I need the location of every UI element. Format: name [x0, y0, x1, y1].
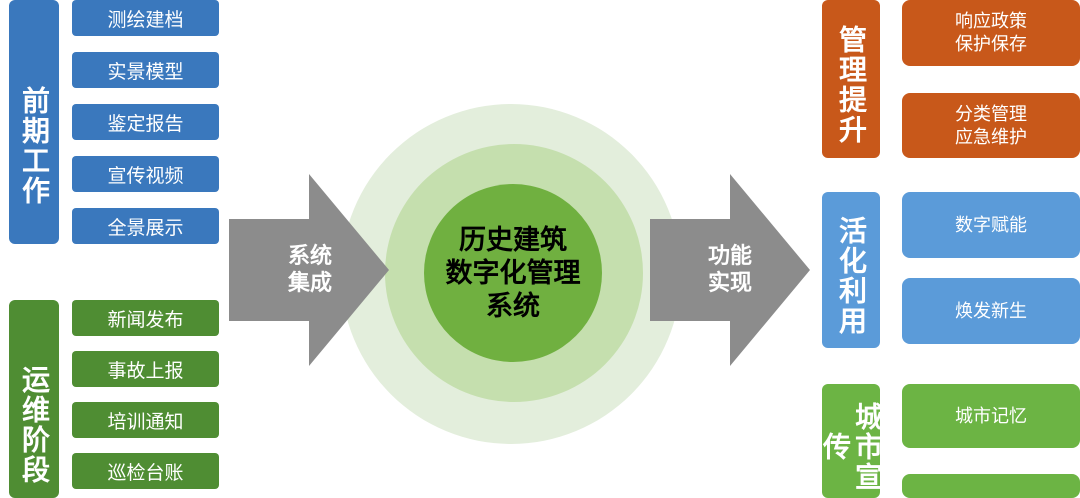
operations-item[interactable]: 巡检台账	[72, 453, 219, 489]
operations-item[interactable]: 事故上报	[72, 351, 219, 387]
city-promotion-item[interactable]: 城市记忆	[902, 384, 1080, 448]
pre-work-item[interactable]: 鉴定报告	[72, 104, 219, 140]
city-promotion-item[interactable]	[902, 474, 1080, 498]
pre-work-item[interactable]: 宣传视频	[72, 156, 219, 192]
left-group-title-operations: 运维阶段	[9, 300, 59, 498]
right-group-title-management: 管理提升	[822, 0, 880, 158]
management-item[interactable]: 响应政策 保护保存	[902, 0, 1080, 66]
left-arrow-label: 系统 集成	[287, 244, 332, 296]
center-title: 历史建筑 数字化管理 系统	[445, 225, 581, 322]
right-group-title-city-promotion: 城市宣传	[822, 384, 880, 498]
pre-work-item[interactable]: 测绘建档	[72, 0, 219, 36]
left-arrow	[229, 174, 389, 366]
revitalization-item[interactable]: 数字赋能	[902, 192, 1080, 258]
left-group-title-pre-work: 前期工作	[9, 0, 59, 244]
management-item[interactable]: 分类管理 应急维护	[902, 93, 1080, 158]
right-group-title-revitalization: 活化利用	[822, 192, 880, 348]
operations-item[interactable]: 新闻发布	[72, 300, 219, 336]
pre-work-item[interactable]: 实景模型	[72, 52, 219, 88]
revitalization-item[interactable]: 焕发新生	[902, 278, 1080, 344]
right-arrow-label: 功能 实现	[707, 244, 752, 296]
pre-work-item[interactable]: 全景展示	[72, 208, 219, 244]
center-core	[424, 184, 602, 362]
operations-item[interactable]: 培训通知	[72, 402, 219, 438]
right-arrow	[650, 174, 810, 366]
